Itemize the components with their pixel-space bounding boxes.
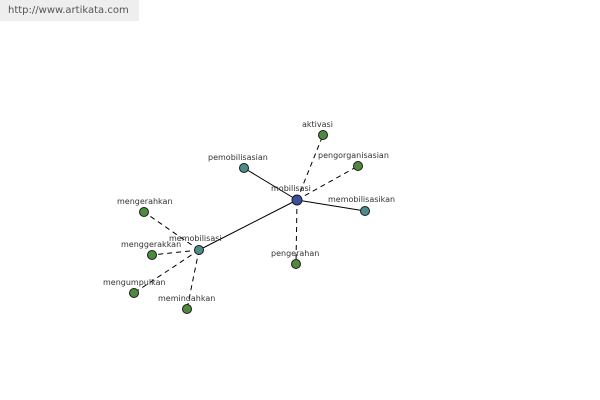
node-memindahkan[interactable]: memindahkan: [158, 294, 215, 314]
node-label-mobilisasi[interactable]: mobilisasi: [271, 184, 311, 193]
node-dot-aktivasi[interactable]: [318, 130, 328, 140]
url-bar: http://www.artikata.com: [0, 0, 139, 21]
node-menggerakkan[interactable]: menggerakkan: [121, 240, 181, 260]
node-dot-mengumpulkan[interactable]: [129, 288, 139, 298]
edge-mobilisasi-pengerahan: [295, 199, 298, 265]
node-dot-memobilisasikan[interactable]: [360, 206, 370, 216]
edge-memobilisasi-memindahkan: [186, 249, 200, 310]
node-dot-memobilisasi[interactable]: [194, 245, 204, 255]
edge-memobilisasi-menggerakkan: [151, 249, 200, 256]
node-memobilisasi[interactable]: memobilisasi: [169, 234, 222, 255]
edge-mobilisasi-memobilisasikan: [296, 199, 366, 212]
node-label-mengerahkan[interactable]: mengerahkan: [117, 197, 173, 206]
edge-mobilisasi-pengorganisasian: [296, 165, 359, 201]
edge-memobilisasi-mengerahkan: [143, 211, 200, 251]
node-mengerahkan[interactable]: mengerahkan: [117, 197, 173, 217]
edge-memobilisasi-mengumpulkan: [133, 249, 200, 294]
node-memobilisasikan[interactable]: memobilisasikan: [328, 195, 395, 216]
graph-edges: [133, 134, 366, 310]
node-dot-pengorganisasian[interactable]: [353, 161, 363, 171]
node-label-aktivasi[interactable]: aktivasi: [302, 120, 333, 129]
edge-mobilisasi-pemobilisasian: [243, 167, 298, 201]
node-label-pemobilisasian[interactable]: pemobilisasian: [208, 153, 268, 162]
node-dot-mengerahkan[interactable]: [139, 207, 149, 217]
node-dot-memindahkan[interactable]: [182, 304, 192, 314]
node-label-pengerahan[interactable]: pengerahan: [271, 249, 319, 258]
node-label-pengorganisasian[interactable]: pengorganisasian: [318, 151, 389, 160]
node-dot-mobilisasi[interactable]: [291, 194, 303, 206]
edge-mobilisasi-aktivasi: [296, 134, 324, 201]
node-aktivasi[interactable]: aktivasi: [302, 120, 333, 140]
node-dot-pengerahan[interactable]: [291, 259, 301, 269]
node-label-menggerakkan[interactable]: menggerakkan: [121, 240, 181, 249]
node-pengerahan[interactable]: pengerahan: [271, 249, 319, 269]
node-dot-pemobilisasian[interactable]: [239, 163, 249, 173]
node-mobilisasi[interactable]: mobilisasi: [271, 184, 311, 206]
edge-mobilisasi-memobilisasi: [198, 199, 298, 251]
node-mengumpulkan[interactable]: mengumpulkan: [103, 278, 166, 298]
node-label-memindahkan[interactable]: memindahkan: [158, 294, 215, 303]
node-dot-menggerakkan[interactable]: [147, 250, 157, 260]
site-url[interactable]: http://www.artikata.com: [8, 5, 129, 16]
node-label-memobilisasi[interactable]: memobilisasi: [169, 234, 222, 243]
node-pemobilisasian[interactable]: pemobilisasian: [208, 153, 268, 173]
node-label-mengumpulkan[interactable]: mengumpulkan: [103, 278, 166, 287]
node-label-memobilisasikan[interactable]: memobilisasikan: [328, 195, 395, 204]
node-pengorganisasian[interactable]: pengorganisasian: [318, 151, 389, 171]
graph-nodes: mobilisasi memobilisasi pemobilisasian memo…: [103, 120, 395, 314]
